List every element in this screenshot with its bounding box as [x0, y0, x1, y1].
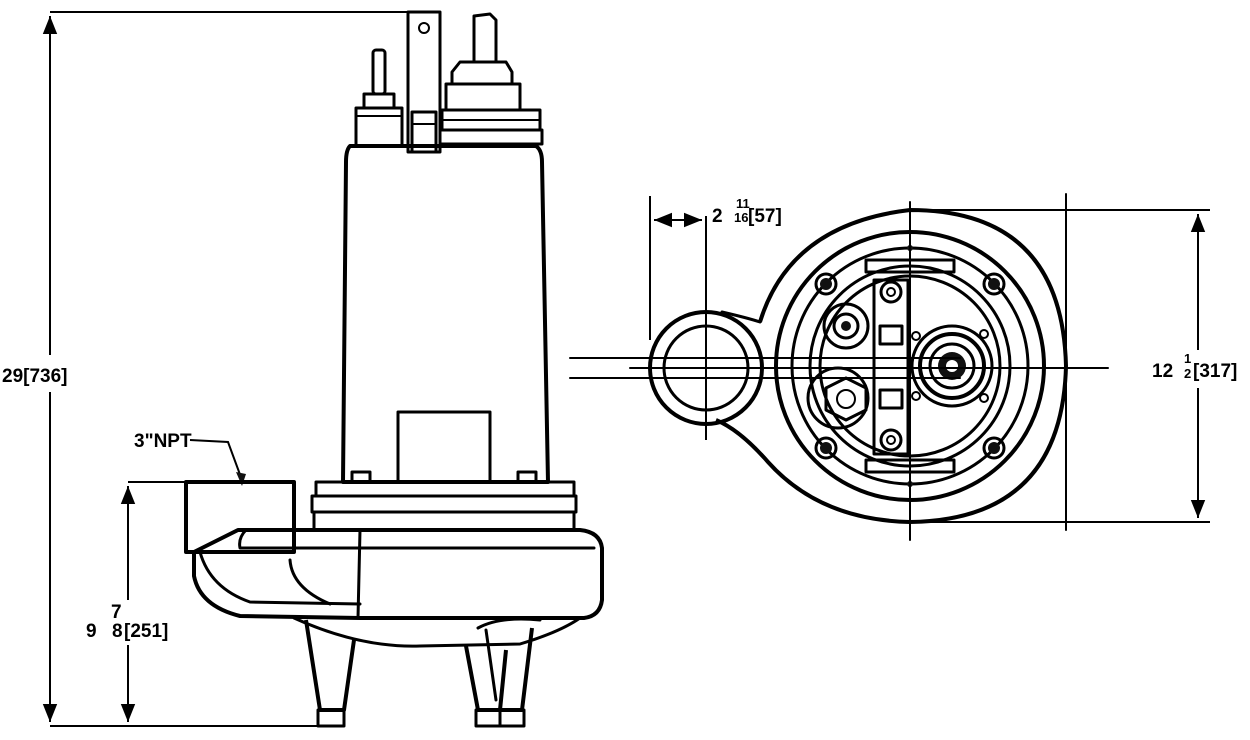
volute-outline	[715, 208, 1068, 524]
discharge-height-denominator: 8	[112, 621, 123, 642]
svg-text:29[736]: 29[736]	[2, 366, 68, 387]
overall-width-dimension: 12 1 2 [317]	[910, 209, 1237, 523]
discharge-size-callout: 3"NPT	[134, 431, 246, 486]
discharge-offset-dimension: 2 11 16 [57]	[649, 196, 782, 440]
motor-housing	[341, 144, 550, 484]
discharge-height-numerator: 7	[111, 602, 122, 623]
motor-flange	[310, 480, 578, 532]
discharge-height-metric: [251]	[124, 621, 168, 642]
discharge-flange	[184, 480, 296, 554]
discharge-offset-numerator: 11	[736, 196, 750, 211]
discharge-height-whole: 9	[86, 621, 97, 642]
overall-width-numerator: 1	[1184, 351, 1191, 366]
volute-body	[192, 528, 604, 648]
shaft-seal	[910, 324, 994, 408]
overall-width-whole: 12	[1152, 361, 1173, 382]
overall-height-dimension: 29[736]	[2, 11, 412, 727]
pump-feet	[304, 619, 534, 728]
discharge-offset-denominator: 16	[734, 210, 748, 225]
discharge-height-dimension: 9 7 8 [251]	[86, 481, 190, 727]
overall-width-metric: [317]	[1193, 361, 1237, 382]
cable-fitting-right	[438, 12, 544, 146]
overall-width-denominator: 2	[1184, 366, 1191, 381]
cable-fitting-left	[354, 48, 404, 148]
discharge-offset-whole: 2	[712, 206, 723, 227]
overall-height-metric: [736]	[23, 366, 67, 387]
discharge-size-label: 3"NPT	[134, 431, 192, 452]
discharge-offset-metric: [57]	[748, 206, 782, 227]
flange-bolts	[814, 245, 1006, 487]
plan-view: 12 1 2 [317] 2 11 16 [57]	[569, 193, 1237, 541]
side-elevation-view: 29[736] 9 7 8 [251] 3"NPT	[2, 10, 604, 728]
centerlines	[569, 193, 1109, 541]
overall-height-whole: 29	[2, 366, 23, 387]
lifting-bracket	[406, 10, 442, 154]
